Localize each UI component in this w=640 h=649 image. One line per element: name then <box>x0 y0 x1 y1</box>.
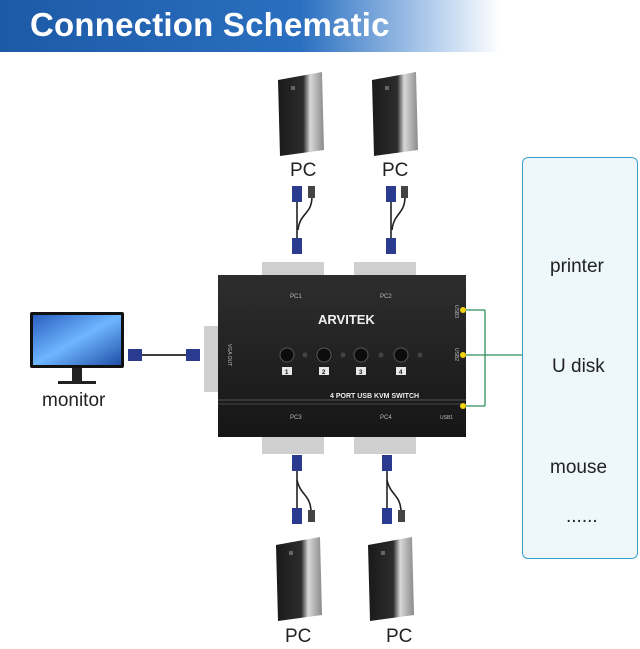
vga-plug <box>382 508 392 524</box>
mouse-label: mouse <box>550 457 608 478</box>
button-number-2: 2 <box>322 370 326 376</box>
pc-label-4: PC <box>386 626 413 647</box>
usb-plug <box>308 186 315 198</box>
usb-plug <box>308 510 315 522</box>
usb-plug <box>401 186 408 198</box>
more-peripherals-label: ...... <box>566 506 598 527</box>
vga-out-label: VGA OUT <box>226 344 232 366</box>
usb-label-3: USB3 <box>453 305 459 318</box>
peripherals-panel <box>522 157 638 559</box>
monitor-icon <box>30 312 124 384</box>
kvm-switch <box>204 262 466 454</box>
pc-tower-4 <box>368 537 414 621</box>
page-title: Connection Schematic <box>30 6 390 43</box>
usb-plug <box>398 510 405 522</box>
port-label-pc4: PC4 <box>380 415 392 421</box>
vga-cable-monitor <box>128 349 200 361</box>
button-number-4: 4 <box>399 370 403 376</box>
switch-buttons <box>279 347 423 363</box>
pc-tower-3 <box>276 537 322 621</box>
vga-plug <box>386 238 396 254</box>
pc-label-3: PC <box>285 626 312 647</box>
vga-plug <box>292 455 302 471</box>
port-label-pc3: PC3 <box>290 415 302 421</box>
usb-label-2: USB2 <box>453 348 459 361</box>
vga-plug <box>382 455 392 471</box>
monitor-label: monitor <box>42 390 106 411</box>
pc-tower-2 <box>372 72 418 156</box>
pc-label-1: PC <box>290 160 317 181</box>
button-number-3: 3 <box>359 370 363 376</box>
cable-pc2 <box>390 195 406 245</box>
switch-button-number-boxes <box>282 367 406 375</box>
pc-label-2: PC <box>382 160 409 181</box>
u-disk-label: U disk <box>552 356 605 377</box>
cable-pc1 <box>296 195 313 245</box>
vga-plug <box>292 238 302 254</box>
vga-plug <box>292 508 302 524</box>
brand-logo: ARVITEK <box>318 312 375 327</box>
peripheral-connector-lines <box>466 309 522 407</box>
title-banner: Connection Schematic <box>0 0 500 52</box>
button-number-1: 1 <box>285 370 289 376</box>
port-label-pc1: PC1 <box>290 294 302 300</box>
vga-plug <box>292 186 302 202</box>
switch-model-text: 4 PORT USB KVM SWITCH <box>330 393 419 400</box>
printer-label: printer <box>550 256 604 277</box>
pc-tower-1 <box>278 72 324 156</box>
port-label-pc2: PC2 <box>380 294 392 300</box>
usb-label-1: USB1 <box>440 415 453 421</box>
vga-plug <box>386 186 396 202</box>
usb-port-leds <box>460 307 466 409</box>
